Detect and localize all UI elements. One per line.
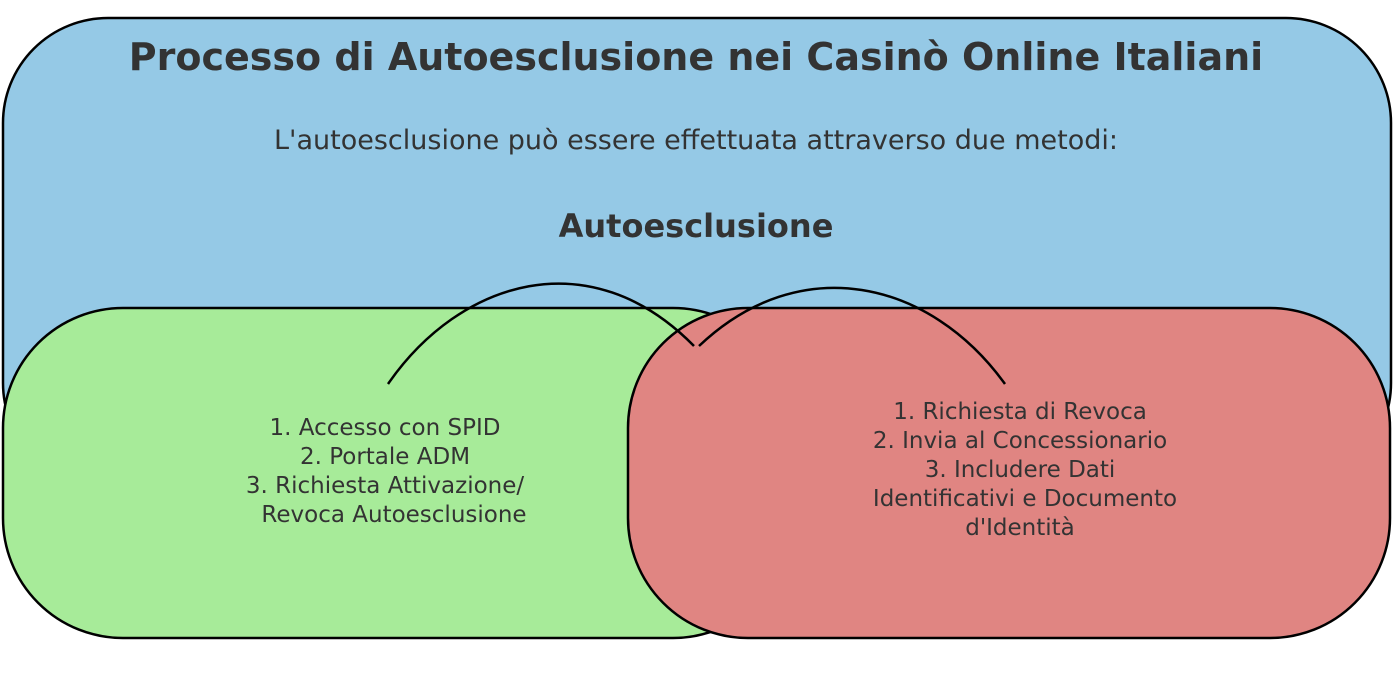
left-connector-arc — [386, 282, 695, 385]
left-step-1: 1. Accesso con SPID — [269, 415, 501, 441]
right-step-2: 2. Invia al Concessionario — [872, 428, 1168, 454]
right-method-steps: 1. Richiesta di Revoca 2. Invia al Conce… — [820, 398, 1220, 543]
right-method-box — [626, 306, 1392, 640]
left-step-3-continued: Revoca Autoesclusione — [261, 502, 527, 528]
right-step-3-continued-2: d'Identità — [965, 515, 1075, 541]
diagram-title: Processo di Autoesclusione nei Casinò On… — [128, 35, 1264, 79]
right-step-1: 1. Richiesta di Revoca — [893, 399, 1147, 425]
left-method-steps: 1. Accesso con SPID 2. Portale ADM 3. Ri… — [200, 414, 570, 530]
section-heading: Autoesclusione — [558, 207, 834, 245]
left-step-3: 3. Richiesta Attivazione/ — [245, 473, 525, 499]
right-step-3-continued: Identificativi e Documento — [872, 486, 1178, 512]
right-step-3: 3. Includere Dati — [924, 457, 1116, 483]
left-step-2: 2. Portale ADM — [299, 444, 471, 470]
right-connector-arc — [698, 286, 1007, 385]
diagram-subtitle: L'autoesclusione può essere effettuata a… — [274, 125, 1118, 156]
